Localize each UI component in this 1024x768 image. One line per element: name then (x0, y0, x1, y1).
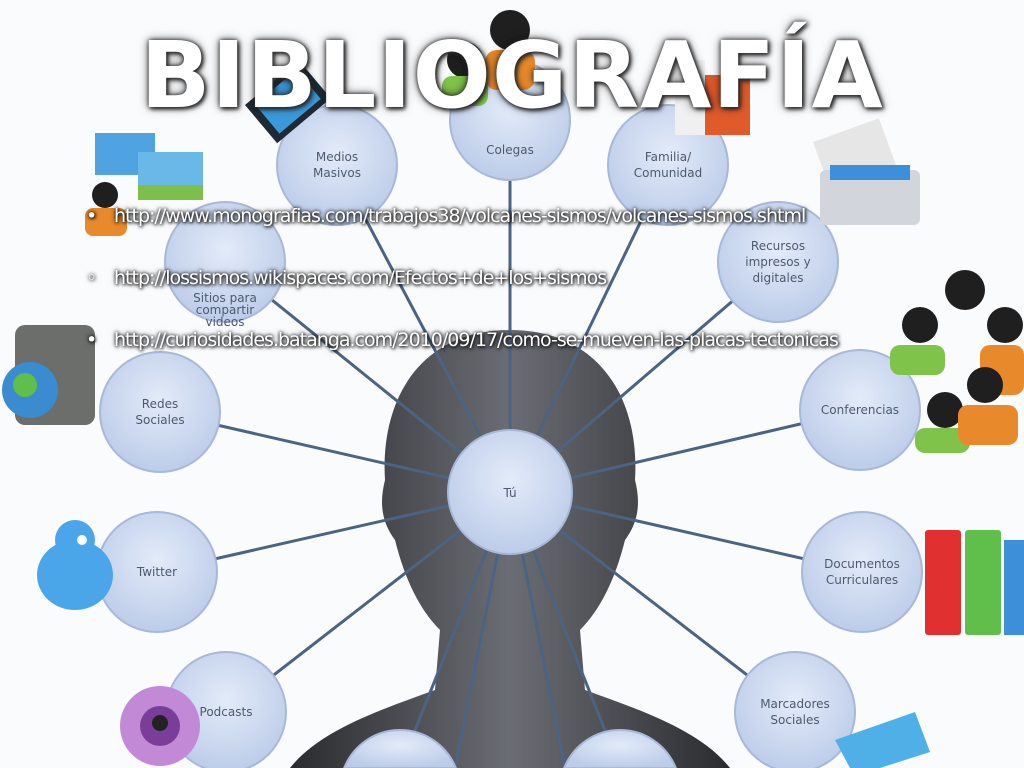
diagram-node: Conferencias (799, 349, 921, 471)
node-label: Twitter (136, 565, 177, 579)
printer-icon (813, 118, 920, 225)
reference-link[interactable]: http://curiosidades.batanga.com/2010/09/… (114, 329, 839, 351)
reference-item: • http://curiosidades.batanga.com/2010/0… (86, 324, 839, 386)
tag-icon (835, 712, 930, 768)
film-strip-icon (245, 60, 331, 144)
twitter-bird-icon (37, 520, 113, 610)
center-node-label: Tú (502, 486, 516, 500)
diagram-node (343, 729, 457, 768)
node-label: Familia/Comunidad (634, 150, 703, 180)
reference-list: • http://www.monografias.com/trabajos38/… (86, 200, 839, 386)
diagram-node (563, 729, 677, 768)
node-label: Conferencias (821, 403, 899, 417)
conference-people-icon (890, 270, 1024, 453)
bullet-icon: • (86, 329, 97, 351)
images-icon (85, 133, 203, 236)
node-label: Colegas (486, 143, 534, 157)
house-icon (675, 60, 750, 135)
reference-item: ◦ http://lossismos.wikispaces.com/Efecto… (86, 262, 838, 324)
binders-icon (925, 530, 1024, 635)
podcast-icon (120, 686, 200, 766)
reference-item: • http://www.monografias.com/trabajos38/… (86, 200, 838, 262)
reference-link[interactable]: http://lossismos.wikispaces.com/Efectos+… (114, 267, 607, 289)
globe-bag-icon (2, 325, 95, 425)
reference-link[interactable]: http://www.monografias.com/trabajos38/vo… (114, 205, 806, 227)
people-group-icon (442, 10, 535, 106)
center-node: Tú (447, 429, 573, 555)
node-label: Podcasts (200, 705, 253, 719)
diagram-node: Twitter (96, 511, 218, 633)
bullet-icon: ◦ (86, 267, 97, 289)
slide-title: BIBLIOGRAFÍA (140, 22, 884, 129)
bullet-icon: • (86, 205, 97, 227)
